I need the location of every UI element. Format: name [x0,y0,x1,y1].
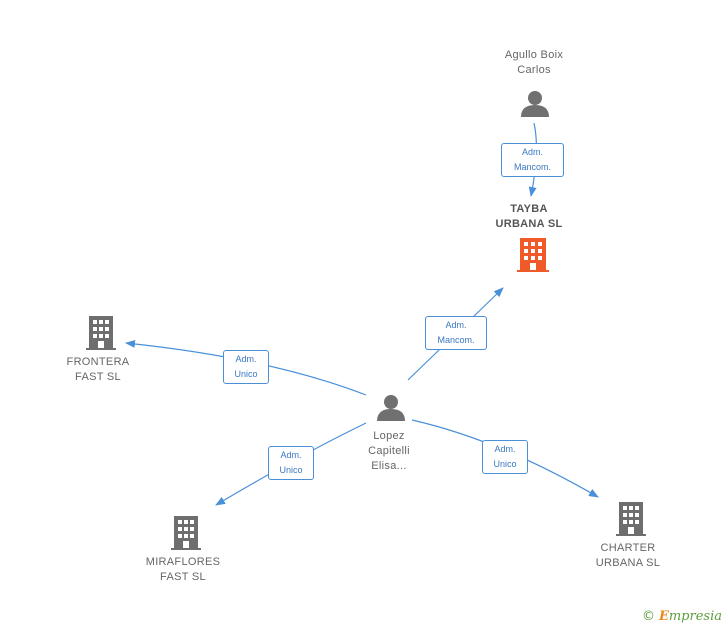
copyright-symbol: © [641,609,655,624]
node-name-line: FAST SL [160,571,206,583]
node-name-line: Elisa... [371,460,407,472]
edge-label-lopez-charter[interactable]: Adm. Unico [482,440,528,474]
node-label-frontera[interactable]: FRONTERA FAST SL [48,355,148,385]
node-label-lopez[interactable]: Lopez Capitelli Elisa... [339,429,439,474]
edge-label-lopez-frontera[interactable]: Adm. Unico [223,350,269,384]
node-name-line: CHARTER [600,542,656,554]
node-name-line: Lopez [373,430,405,442]
building-icon[interactable] [616,502,646,536]
node-name-line: MIRAFLORES [145,556,221,568]
brand-name: mpresia [668,609,722,624]
node-name-line: TAYBA [510,203,548,215]
edge-role-line: Unico [234,369,258,379]
node-label-agullo[interactable]: Agullo Boix Carlos [484,48,584,78]
edge-role-line: Adm. [235,354,257,364]
node-name-line: Capitelli [368,445,410,457]
edge-label-lopez-tayba[interactable]: Adm. Mancom. [425,316,487,350]
edge-role-line: Unico [279,465,303,475]
edge-label-lopez-miraflores[interactable]: Adm. Unico [268,446,314,480]
node-name-line: FAST SL [75,371,121,383]
node-label-charter[interactable]: CHARTER URBANA SL [578,541,678,571]
building-icon[interactable] [86,316,116,350]
empresia-copyright[interactable]: ©Empresia [642,609,722,624]
edge-role-line: Unico [493,459,517,469]
edge-role-line: Adm. [280,450,302,460]
node-name-line: Carlos [517,64,551,76]
edge-role-line: Adm. [445,320,467,330]
edge-role-line: Mancom. [437,335,475,345]
edge-role-line: Adm. [494,444,516,454]
edge-label-agullo-tayba[interactable]: Adm. Mancom. [501,143,564,177]
node-name-line: Agullo Boix [504,49,564,61]
node-label-miraflores[interactable]: MIRAFLORES FAST SL [133,555,233,585]
person-icon[interactable] [521,91,549,117]
edge-role-line: Adm. [521,147,543,157]
node-label-tayba[interactable]: TAYBA URBANA SL [479,202,579,232]
node-name-line: URBANA SL [495,218,563,230]
building-icon[interactable] [171,516,201,550]
node-name-line: URBANA SL [595,557,661,569]
person-icon[interactable] [377,395,405,421]
building-icon[interactable] [517,238,549,272]
edge-role-line: Mancom. [513,162,551,172]
brand-initial: E [658,609,669,624]
node-name-line: FRONTERA [66,356,130,368]
